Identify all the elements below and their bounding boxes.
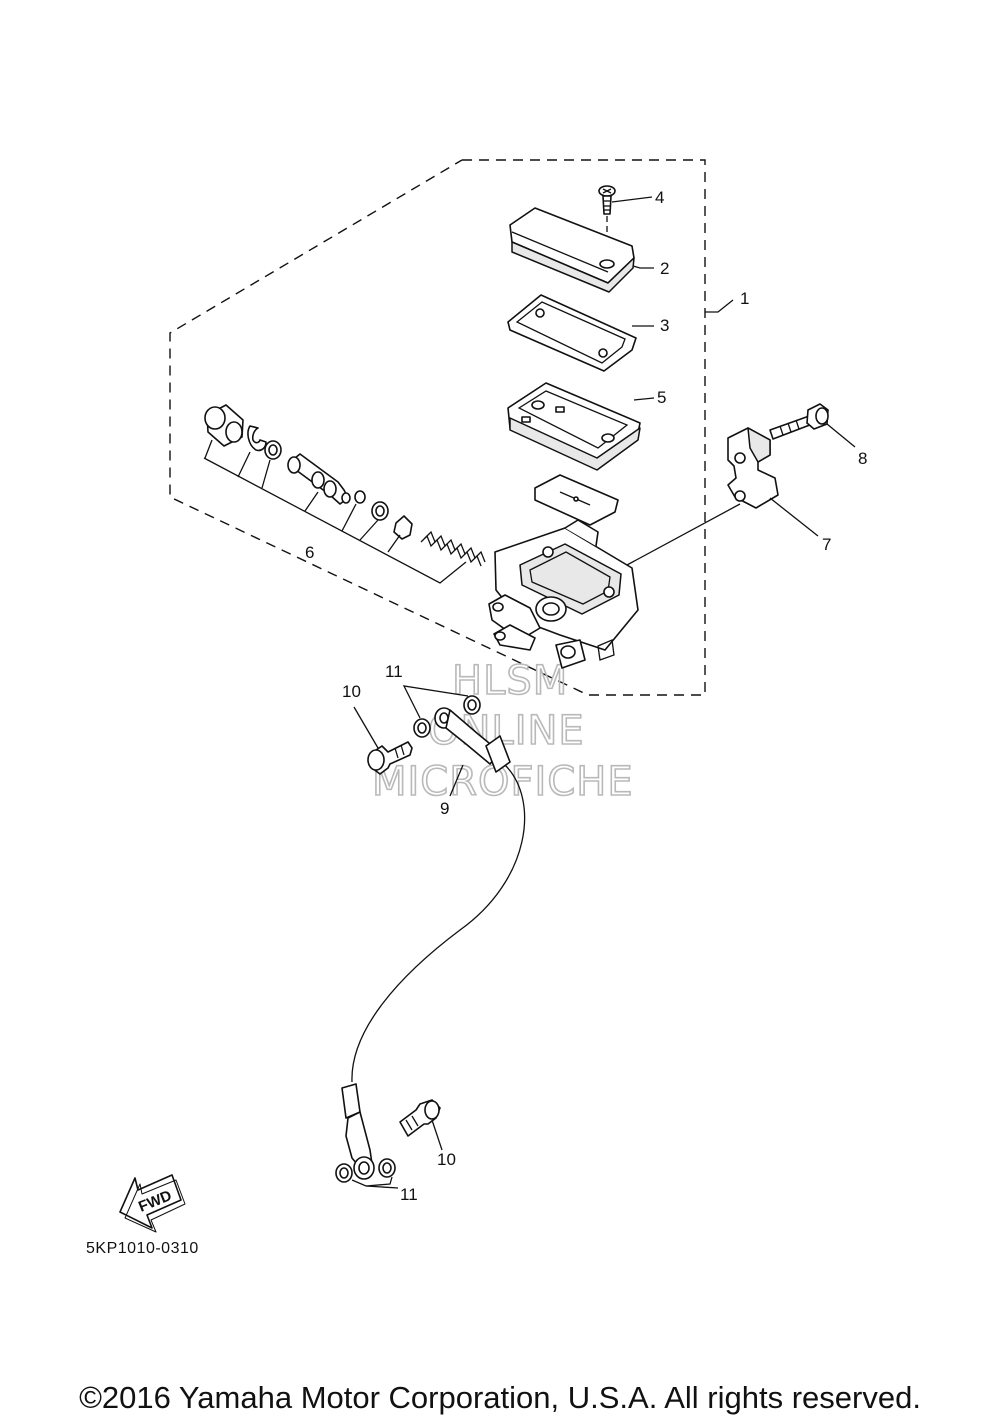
assembly-boundary bbox=[169, 159, 706, 696]
part-4-screw[interactable] bbox=[598, 185, 616, 260]
watermark: HLSM ONLINE MICROFICHE bbox=[371, 657, 633, 806]
callout-2: 2 bbox=[660, 259, 669, 278]
gasket-plate[interactable] bbox=[534, 474, 619, 526]
fwd-arrow-icon: FWD bbox=[119, 1174, 186, 1233]
callout-7: 7 bbox=[822, 535, 831, 554]
callout-10-lower: 10 bbox=[437, 1150, 456, 1169]
diagram-code: 5KP1010-0310 bbox=[86, 1240, 199, 1257]
copyright-notice: ©2016 Yamaha Motor Corporation, U.S.A. A… bbox=[79, 1380, 921, 1415]
callout-numbers: 4 2 3 1 5 8 7 6 11 10 9 10 11 bbox=[305, 188, 867, 1204]
part-2-reservoir-cap[interactable] bbox=[509, 207, 635, 293]
callout-6: 6 bbox=[305, 543, 314, 562]
part-6-bracket bbox=[203, 457, 467, 584]
part-5-diaphragm-holder[interactable] bbox=[507, 382, 641, 471]
part-11-washer-upper[interactable] bbox=[413, 695, 481, 738]
leader-lines bbox=[351, 196, 856, 1189]
callout-3: 3 bbox=[660, 316, 669, 335]
callout-5: 5 bbox=[657, 388, 666, 407]
part-6-piston-kit[interactable] bbox=[204, 404, 486, 567]
part-8-bolt[interactable] bbox=[769, 403, 829, 440]
part-7-holder[interactable] bbox=[626, 427, 779, 566]
callout-4: 4 bbox=[655, 188, 664, 207]
callout-10-upper: 10 bbox=[342, 682, 361, 701]
callout-8: 8 bbox=[858, 449, 867, 468]
callout-11-lower: 11 bbox=[400, 1185, 418, 1204]
callout-9: 9 bbox=[440, 799, 449, 818]
part-9-brake-hose[interactable] bbox=[341, 707, 526, 1180]
part-10-union-bolt-lower[interactable] bbox=[399, 1099, 441, 1137]
part-11-washer-lower[interactable] bbox=[335, 1158, 396, 1183]
part-10-union-bolt-upper[interactable] bbox=[367, 741, 413, 775]
part-3-diaphragm[interactable] bbox=[507, 294, 637, 372]
callout-11-upper: 11 bbox=[385, 662, 403, 681]
callout-1: 1 bbox=[740, 289, 749, 308]
master-cylinder-body[interactable] bbox=[488, 519, 639, 669]
